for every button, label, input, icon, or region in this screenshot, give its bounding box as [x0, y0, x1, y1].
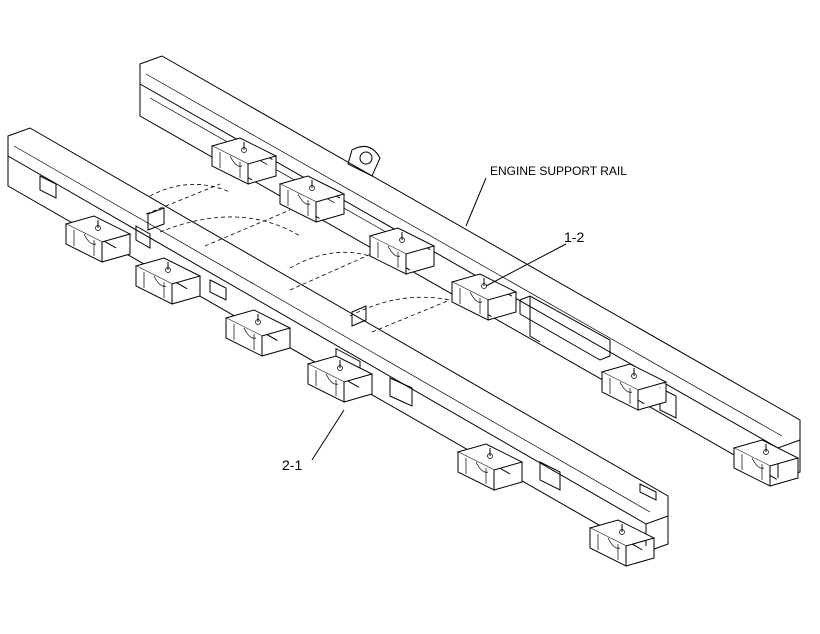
- label-callout-2-1: 2-1: [282, 457, 302, 473]
- mount: [64, 215, 132, 263]
- label-engine-support-rail: ENGINE SUPPORT RAIL: [490, 164, 627, 178]
- mount: [456, 443, 524, 491]
- mount: [210, 137, 278, 185]
- leader-1-2: [485, 243, 567, 287]
- rear-support-rail: [139, 55, 801, 481]
- label-callout-1-2: 1-2: [564, 229, 584, 245]
- mount: [600, 363, 668, 411]
- leader-engine-support-rail: [465, 177, 487, 227]
- engine-mounts: [64, 137, 800, 567]
- mount: [278, 175, 346, 223]
- mount: [732, 439, 800, 487]
- mount: [306, 355, 374, 403]
- mount: [224, 309, 292, 357]
- mount: [588, 519, 656, 567]
- cross-members: [145, 183, 451, 333]
- mount: [450, 273, 518, 321]
- mount: [134, 257, 202, 305]
- mount: [368, 227, 436, 275]
- leader-2-1: [311, 409, 345, 461]
